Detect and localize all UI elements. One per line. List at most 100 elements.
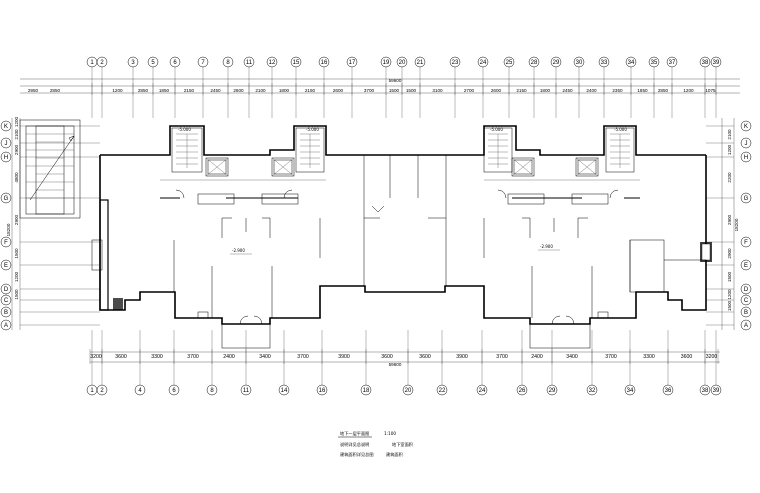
right-dim-value: 2100 <box>727 129 732 140</box>
drawing-scale: 1:100 <box>384 431 396 436</box>
elevation-marks: -2.900 -2.900 -5.000 -5.000 -5.000 -5.00… <box>178 127 627 255</box>
bottom-axis-label: 4 <box>138 388 142 394</box>
top-dim-value: 1850 <box>637 88 648 93</box>
title-block: 地下一层平面图 1:100 说明详见总说明 地下室面积 建筑面积详见总图 建筑面… <box>338 430 413 458</box>
bottom-axis-bubble-2: 2 <box>96 330 108 396</box>
core-right-2 <box>560 127 640 205</box>
bottom-dim-value: 3300 <box>151 354 163 360</box>
bottom-axis-label: 14 <box>281 388 288 394</box>
right-dim-value: 2200 <box>727 172 732 183</box>
left-axis-label: B <box>4 310 8 316</box>
left-axis-bubble-G: G <box>0 192 12 204</box>
top-axis-label: 15 <box>293 60 300 66</box>
top-dim-value: 2600 <box>491 88 502 93</box>
bottom-dim-value: 3600 <box>681 354 693 360</box>
bottom-dim-value: 3600 <box>419 354 431 360</box>
top-axis-label: 19 <box>383 60 390 66</box>
top-dim-value: 2150 <box>184 88 195 93</box>
left-axis-bubble-B: B <box>0 306 12 318</box>
bottom-axis-bubble-39: 39 <box>710 330 722 396</box>
level-mark-3: -5.000 <box>490 127 503 132</box>
left-total-dimension: 18200 <box>6 223 11 236</box>
bottom-dim-value: 3700 <box>605 354 617 360</box>
right-axis-bubble-H: H <box>740 151 752 163</box>
top-dim-value: 2100 <box>255 88 266 93</box>
bottom-dim-value: 3400 <box>566 354 578 360</box>
right-axis-bubble-G: G <box>740 192 752 204</box>
bottom-dim-value: 3900 <box>338 354 350 360</box>
right-axis-bubble-K: K <box>740 120 752 132</box>
top-axis-label: 39 <box>713 60 720 66</box>
top-axis-bubble-12: 12 <box>266 56 278 118</box>
left-axis-bubble-D: D <box>0 283 12 295</box>
top-dim-value: 2850 <box>658 88 669 93</box>
bottom-dim-value: 3200 <box>90 354 102 360</box>
bottom-dim-value: 3700 <box>187 354 199 360</box>
exterior-walls <box>91 125 712 325</box>
bottom-axis-label: 32 <box>589 388 596 394</box>
top-axis-label: 20 <box>399 60 406 66</box>
bottom-dim-value: 2400 <box>531 354 543 360</box>
top-axis-label: 33 <box>601 60 608 66</box>
top-dim-value: 2150 <box>516 88 527 93</box>
bottom-axis-bubble-18: 18 <box>360 330 372 396</box>
bottom-dimension-chain: 59600 3200 3600 3300 3700 2400 3400 3700 3900 36… <box>89 349 720 367</box>
bottom-dim-value: 3700 <box>496 354 508 360</box>
top-dim-value: 2850 <box>50 88 61 93</box>
top-axis-bubble-16: 16 <box>318 56 330 118</box>
top-dim-value: 2150 <box>305 88 316 93</box>
top-axis-label: 38 <box>702 60 709 66</box>
bottom-axis-label: 29 <box>549 388 556 394</box>
top-axis-bubble-19: 19 <box>380 56 392 118</box>
bottom-dim-value: 2400 <box>223 354 235 360</box>
top-dim-value: 2450 <box>562 88 573 93</box>
left-axis-label: D <box>4 287 9 293</box>
bottom-dim-value: 3400 <box>259 354 271 360</box>
level-mark-1: -5.000 <box>178 127 191 132</box>
top-axis-bubble-2: 2 <box>96 56 108 118</box>
right-axis-bubble-E: E <box>740 259 752 271</box>
top-axis-bubble-17: 17 <box>346 56 358 118</box>
top-axis-bubble-37: 37 <box>666 56 678 118</box>
left-axis-bubble-A: A <box>0 319 12 331</box>
top-dim-value: 1800 <box>279 88 290 93</box>
top-axis-label: 24 <box>480 60 487 66</box>
right-axis-bubble-J: J <box>740 137 752 149</box>
top-axis-label: 7 <box>201 60 205 66</box>
top-dim-value: 2450 <box>210 88 221 93</box>
left-axis-label: C <box>4 298 9 304</box>
left-axis-label: G <box>4 196 9 202</box>
top-dim-value: 1200 <box>112 88 123 93</box>
bottom-axis-label: 20 <box>405 388 412 394</box>
right-dim-value: 1200 <box>727 289 732 300</box>
bottom-axis-label: 26 <box>519 388 526 394</box>
bottom-axis-label: 24 <box>479 388 486 394</box>
top-axis-bubble-39: 39 <box>710 56 722 118</box>
top-dim-value: 2600 <box>233 88 244 93</box>
right-axis-label: F <box>744 240 748 246</box>
core-left-2 <box>246 127 326 205</box>
right-dim-value: 2900 <box>727 214 732 225</box>
top-axis-label: 29 <box>553 60 560 66</box>
left-axis-label: H <box>4 155 8 161</box>
left-axis-bubble-C: C <box>0 294 12 306</box>
left-dim-value: 2900 <box>14 144 19 155</box>
left-axis-label: F <box>4 240 8 246</box>
bottom-axis-bubble-29: 29 <box>546 330 558 396</box>
bottom-axis-label: 6 <box>172 388 176 394</box>
top-dim-value: 1075 <box>705 88 716 93</box>
top-axis-label: 3 <box>131 60 135 66</box>
bottom-total-dimension: 59600 <box>389 362 402 367</box>
right-axis-bubble-B: B <box>740 306 752 318</box>
top-dim-value: 2700 <box>464 88 475 93</box>
bottom-axis-bubble-22: 22 <box>436 330 448 396</box>
top-dim-value: 3700 <box>364 88 375 93</box>
title-note-4: 建筑面积 <box>386 451 403 458</box>
right-axis-label: E <box>744 263 748 269</box>
left-axis-label: K <box>4 124 8 130</box>
